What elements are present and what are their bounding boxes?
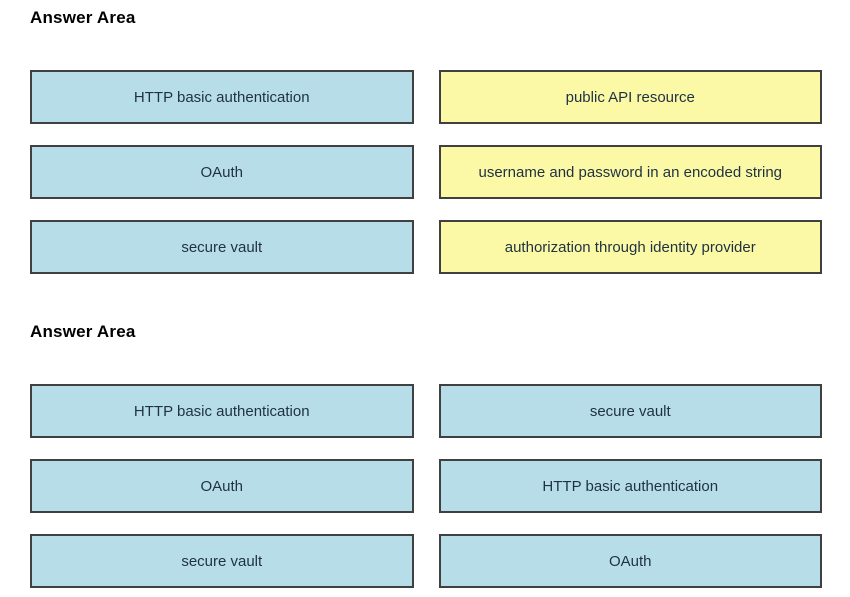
drag-option-label: OAuth (200, 163, 244, 181)
drag-option-label: secure vault (181, 552, 263, 570)
drop-target-label: public API resource (565, 88, 695, 106)
drag-option-label: HTTP basic authentication (133, 88, 310, 106)
answer-rows: HTTP basic authentication public API res… (30, 70, 822, 274)
matched-answer-label: secure vault (589, 402, 671, 420)
matched-answer-box[interactable]: secure vault (438, 384, 822, 438)
answer-row: HTTP basic authentication secure vault (30, 384, 822, 438)
drop-target-label: username and password in an encoded stri… (478, 163, 783, 181)
answer-row: HTTP basic authentication public API res… (30, 70, 822, 124)
drag-option-label: HTTP basic authentication (133, 402, 310, 420)
matched-answer-label: HTTP basic authentication (542, 477, 719, 495)
drop-target-box[interactable]: username and password in an encoded stri… (438, 145, 822, 199)
answer-area-section-2: Answer Area HTTP basic authentication se… (30, 322, 822, 588)
drop-target-box[interactable]: public API resource (438, 70, 822, 124)
drag-option-label: secure vault (181, 238, 263, 256)
answer-row: OAuth HTTP basic authentication (30, 459, 822, 513)
drag-option-box[interactable]: HTTP basic authentication (30, 384, 414, 438)
drag-option-box[interactable]: OAuth (30, 145, 414, 199)
drop-target-box[interactable]: authorization through identity provider (438, 220, 822, 274)
answer-row: secure vault authorization through ident… (30, 220, 822, 274)
matched-answer-label: OAuth (608, 552, 652, 570)
section-title: Answer Area (30, 8, 136, 27)
answer-rows: HTTP basic authentication secure vault O… (30, 384, 822, 588)
drop-target-label: authorization through identity provider (504, 238, 756, 256)
drag-option-label: OAuth (200, 477, 244, 495)
drag-option-box[interactable]: OAuth (30, 459, 414, 513)
answer-area-section-1: Answer Area HTTP basic authentication pu… (30, 8, 822, 274)
drag-option-box[interactable]: HTTP basic authentication (30, 70, 414, 124)
answer-row: OAuth username and password in an encode… (30, 145, 822, 199)
matched-answer-box[interactable]: HTTP basic authentication (438, 459, 822, 513)
answer-row: secure vault OAuth (30, 534, 822, 588)
drag-option-box[interactable]: secure vault (30, 220, 414, 274)
matched-answer-box[interactable]: OAuth (438, 534, 822, 588)
drag-option-box[interactable]: secure vault (30, 534, 414, 588)
section-title: Answer Area (30, 322, 136, 341)
